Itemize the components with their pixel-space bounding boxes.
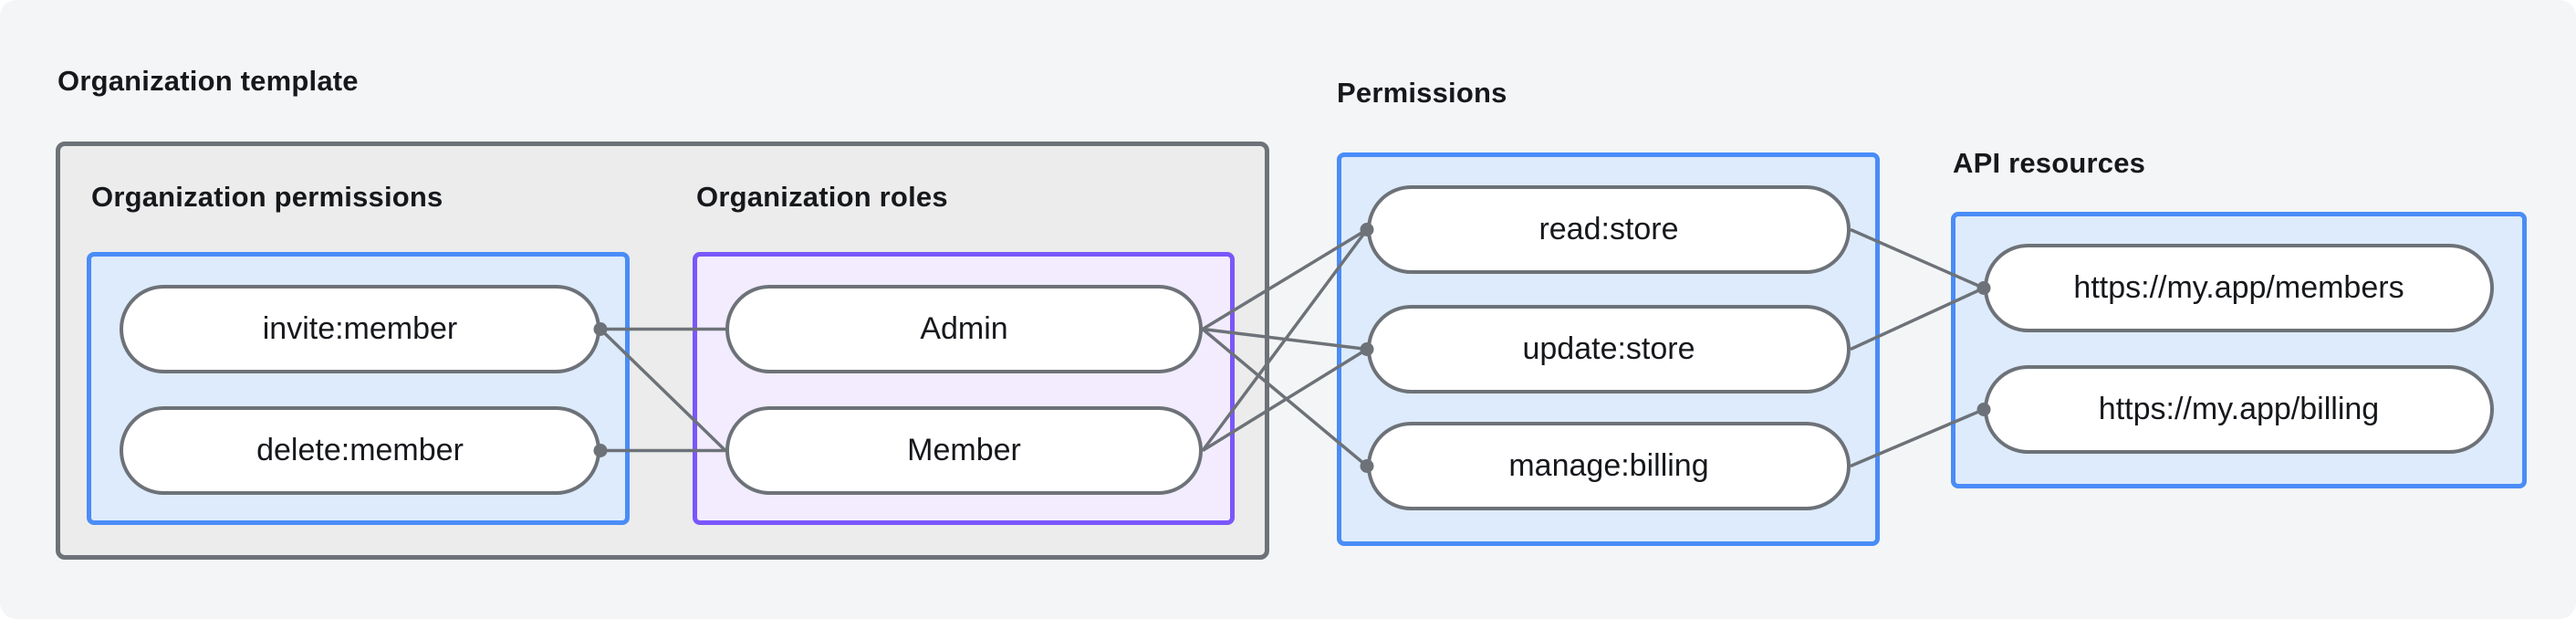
pill-member-role: Member (725, 406, 1203, 495)
pill-manage-billing: manage:billing (1367, 422, 1851, 510)
pill-api-members-url: https://my.app/members (1984, 244, 2494, 332)
permissions-label: Permissions (1337, 77, 1507, 109)
organization-template-label: Organization template (57, 65, 359, 97)
pill-admin-role: Admin (725, 285, 1203, 373)
organization-permissions-label: Organization permissions (91, 181, 443, 213)
pill-update-store: update:store (1367, 305, 1851, 393)
organization-roles-label: Organization roles (696, 181, 948, 213)
pill-delete-member: delete:member (120, 406, 600, 495)
pill-api-billing-url: https://my.app/billing (1984, 365, 2494, 454)
api-resources-label: API resources (1953, 147, 2146, 179)
pill-invite-member: invite:member (120, 285, 600, 373)
pill-read-store: read:store (1367, 185, 1851, 274)
